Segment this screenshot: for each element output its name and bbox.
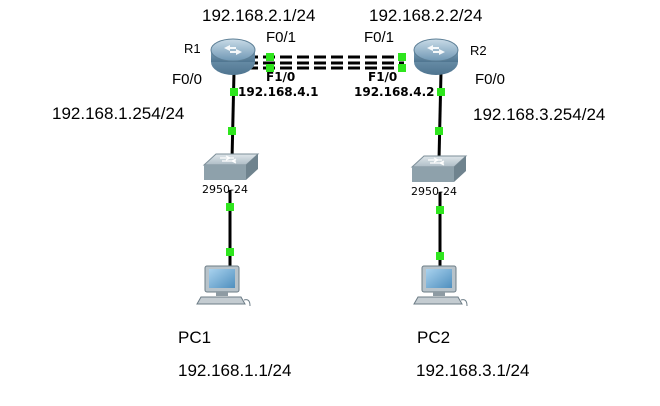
port-dot-r2-f01 [398, 53, 406, 61]
r1-f10-port-label: F1/0 [266, 70, 296, 84]
port-dot-sw2-down [436, 206, 444, 214]
port-dot-sw1-up [228, 127, 236, 135]
sw1-model-label: 2950-24 [202, 183, 248, 196]
r2-f01-port-label: F0/1 [364, 29, 395, 46]
router-r2[interactable] [413, 38, 459, 75]
port-status-dots [226, 53, 445, 260]
r2-f01-ip-label: 192.168.2.2/24 [369, 6, 483, 25]
port-dot-r2-f00 [437, 88, 445, 96]
r1-name-label: R1 [184, 41, 201, 56]
router-icon [413, 38, 459, 62]
switch-sw2[interactable] [410, 155, 468, 182]
r1-f01-ip-label: 192.168.2.1/24 [202, 6, 316, 25]
port-dot-sw1-down [226, 203, 234, 211]
pc2-ip-label: 192.168.3.1/24 [416, 361, 530, 380]
r2-name-label: R2 [470, 43, 487, 58]
sw2-model-label: 2950-24 [411, 185, 457, 198]
pc1-ip-label: 192.168.1.1/24 [178, 361, 292, 380]
port-dot-r1-f10 [266, 64, 274, 72]
r1-f10-ip-label: 192.168.4.1 [238, 85, 319, 99]
link-r2-sw2[interactable] [437, 71, 443, 161]
r1-f01-port-label: F0/1 [266, 29, 297, 46]
r1-f00-port-label: F0/0 [172, 71, 203, 88]
pc1-name-label: PC1 [178, 328, 212, 347]
router-r1[interactable] [210, 38, 256, 75]
pc-pc1[interactable] [196, 265, 251, 307]
port-dot-pc2 [436, 252, 444, 260]
r1-f00-ip-label: 192.168.1.254/24 [52, 104, 185, 123]
link-r1-sw1[interactable] [230, 71, 236, 161]
router-icon [210, 38, 256, 62]
r2-f00-ip-label: 192.168.3.254/24 [473, 105, 606, 124]
r2-f10-port-label: F1/0 [368, 70, 398, 84]
port-dot-pc1 [226, 248, 234, 256]
port-dot-r1-f00 [230, 88, 238, 96]
switch-sw1[interactable] [202, 153, 260, 180]
pc-pc2[interactable] [413, 265, 468, 307]
port-dot-r1-f01 [266, 53, 274, 61]
port-dot-sw2-up [435, 127, 443, 135]
r2-f00-port-label: F0/0 [475, 71, 506, 88]
port-dot-r2-f10 [398, 64, 406, 72]
r2-f10-ip-label: 192.168.4.2 [354, 85, 435, 99]
pc2-name-label: PC2 [417, 328, 451, 347]
